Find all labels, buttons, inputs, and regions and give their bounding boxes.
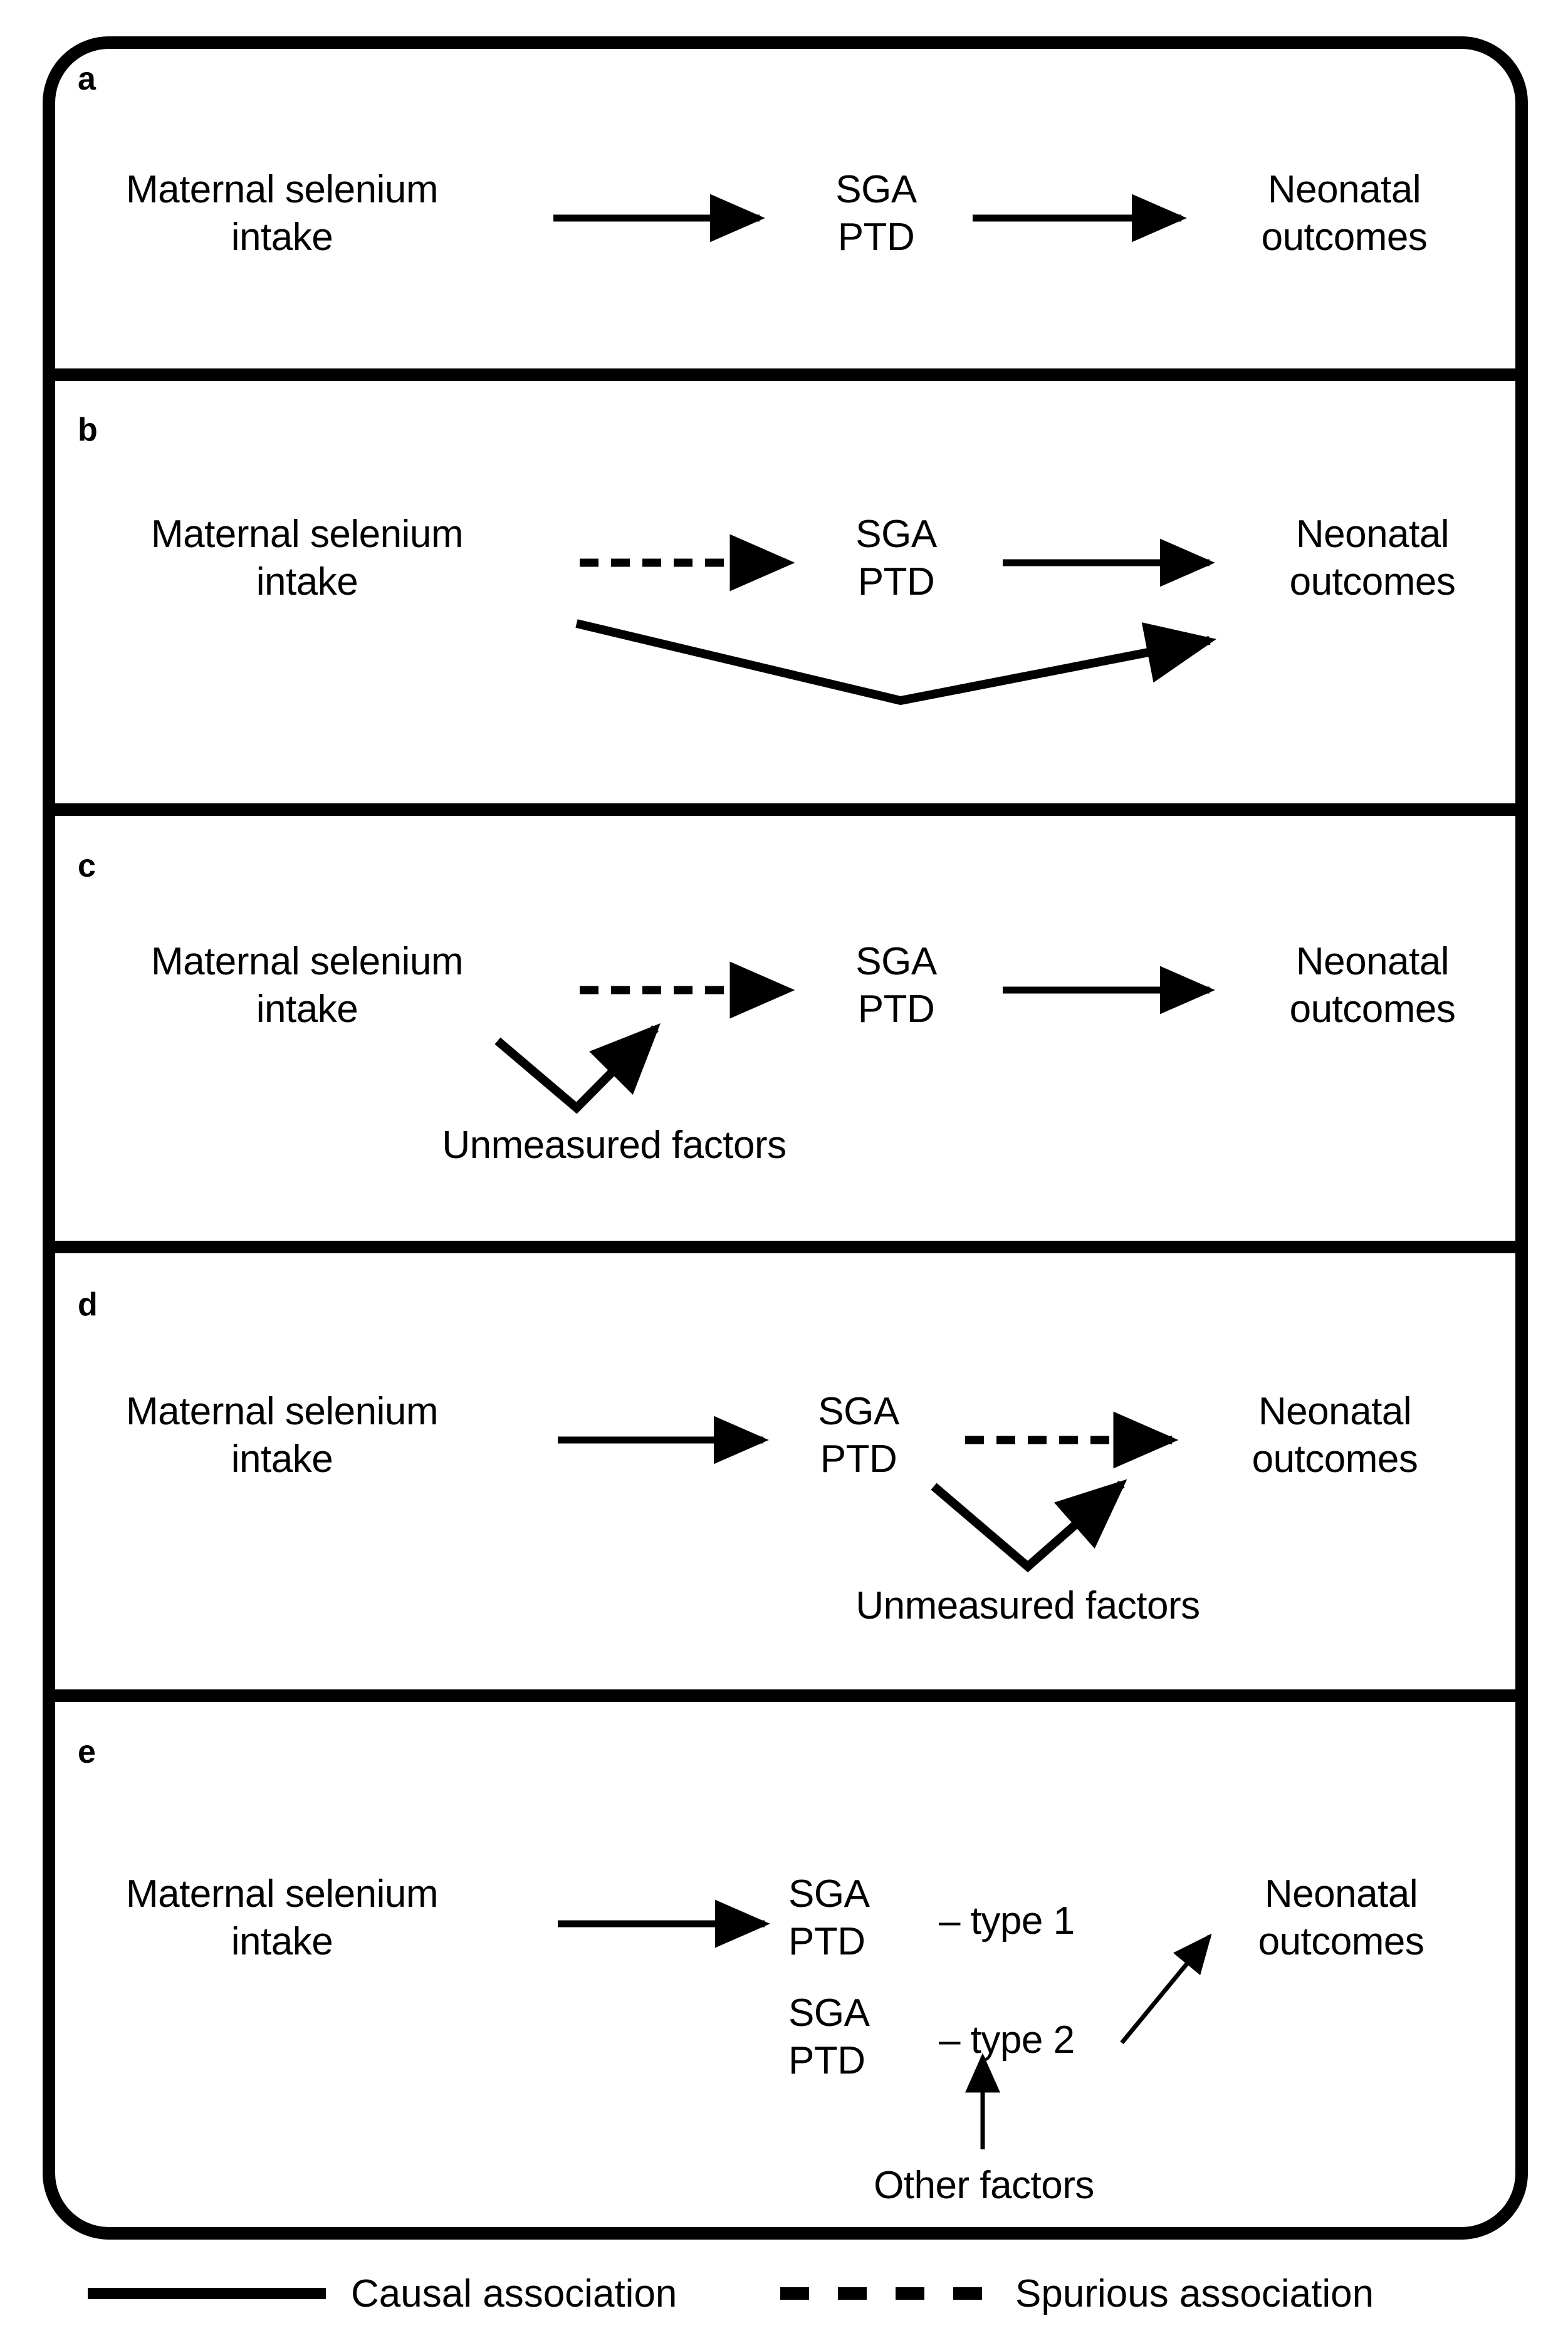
panel-label-e: e — [78, 1734, 96, 1770]
panel-b-node-outcome: Neonatal outcomes — [1289, 513, 1456, 603]
panel-label-a: a — [78, 61, 96, 97]
panel-a-node-mediator: SGA PTD — [835, 168, 917, 259]
panel-a-node-exposure: Maternal selenium intake — [125, 168, 439, 259]
edge-b-exposure-outcome-vbend — [575, 619, 1216, 706]
panel-c-edges — [494, 961, 1215, 1114]
panel-label-b: b — [78, 412, 98, 448]
panel-d-node-exposure: Maternal selenium intake — [125, 1390, 439, 1481]
outer-frame — [43, 36, 1528, 2240]
panel-c-node-exposure: Maternal selenium intake — [150, 940, 464, 1031]
panel-a-node-outcome: Neonatal outcomes — [1261, 168, 1428, 259]
panel-b-edges — [575, 534, 1216, 706]
panel-label-d: d — [78, 1286, 98, 1323]
panel-e-node-mediator-type2: SGA PTD — [788, 1991, 870, 2082]
panel-d-node-mediator: SGA PTD — [818, 1390, 899, 1481]
legend-label-causal: Causal association — [351, 2272, 677, 2315]
panel-e-node-outcome: Neonatal outcomes — [1258, 1872, 1424, 1963]
legend-label-spurious: Spurious association — [1015, 2272, 1374, 2315]
edge-d-confounder-fork — [931, 1479, 1127, 1573]
panel-e-node-mediator-type1: SGA PTD — [788, 1872, 870, 1963]
panel-b-node-exposure: Maternal selenium intake — [150, 513, 464, 603]
panel-e-node-exposure: Maternal selenium intake — [125, 1872, 439, 1963]
panel-c-node-outcome: Neonatal outcomes — [1289, 940, 1456, 1031]
panel-b-node-mediator: SGA PTD — [855, 513, 937, 603]
panel-d-node-confounder: Unmeasured factors — [855, 1584, 1200, 1627]
panel-c-node-mediator: SGA PTD — [855, 940, 937, 1031]
panel-e-node-mediator-type2-suffix: – type 2 — [939, 2018, 1075, 2062]
panel-label-c: c — [78, 848, 96, 884]
panel-c-node-confounder: Unmeasured factors — [442, 1124, 787, 1167]
edge-e-mediator2-outcome — [1120, 1933, 1212, 2045]
panel-e-edges — [558, 1899, 1212, 2149]
panel-e-node-other-factors: Other factors — [874, 2164, 1094, 2207]
edge-c-confounder-fork — [494, 1023, 661, 1114]
panel-d-node-outcome: Neonatal outcomes — [1252, 1390, 1418, 1481]
panel-d-edges — [558, 1411, 1179, 1573]
panel-e-node-mediator-type1-suffix: – type 1 — [939, 1899, 1075, 1943]
